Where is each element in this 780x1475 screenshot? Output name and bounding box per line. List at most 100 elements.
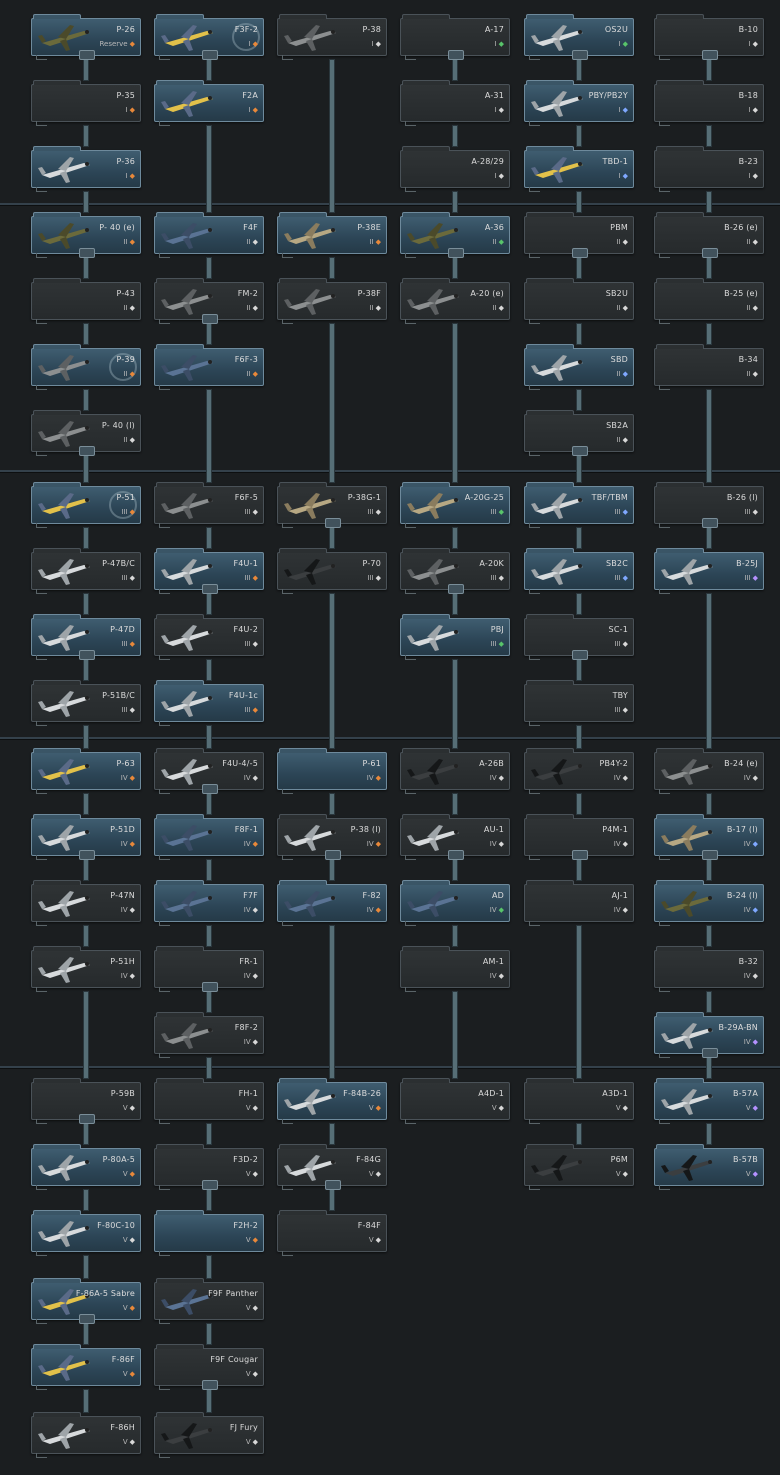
group-folder-icon[interactable] [79, 1114, 95, 1124]
group-folder-icon[interactable] [572, 50, 588, 60]
group-folder-icon[interactable] [702, 518, 718, 528]
group-folder-icon[interactable] [325, 850, 341, 860]
group-folder-icon[interactable] [202, 1380, 218, 1390]
group-folder-icon[interactable] [79, 1314, 95, 1324]
group-folder-icon[interactable] [572, 850, 588, 860]
group-folder-icon[interactable] [572, 248, 588, 258]
vehicle-card[interactable]: P- 40 (e)II◆ [31, 212, 141, 258]
group-folder-icon[interactable] [202, 784, 218, 794]
group-folder-icon[interactable] [79, 850, 95, 860]
group-folder-icon[interactable] [448, 50, 464, 60]
group-folder-icon[interactable] [202, 982, 218, 992]
group-folder-icon[interactable] [702, 50, 718, 60]
vehicle-card[interactable]: B-24 (l)IV◆ [654, 880, 764, 926]
vehicle-card[interactable]: B-24 (e)IV◆ [654, 748, 764, 794]
group-folder-icon[interactable] [448, 248, 464, 258]
group-folder-icon[interactable] [79, 50, 95, 60]
vehicle-card[interactable]: A-20 (e)II◆ [400, 278, 510, 324]
group-folder-icon[interactable] [702, 248, 718, 258]
vehicle-card[interactable]: P-38 (l)IV◆ [277, 814, 387, 860]
group-folder-icon[interactable] [325, 1180, 341, 1190]
group-folder-icon[interactable] [325, 518, 341, 528]
group-folder-icon[interactable] [202, 1180, 218, 1190]
group-folder-icon[interactable] [448, 850, 464, 860]
group-folder-icon[interactable] [202, 584, 218, 594]
vehicle-card[interactable]: B-25 (e)II◆ [654, 278, 764, 324]
group-folder-icon[interactable] [702, 850, 718, 860]
group-folder-icon[interactable] [202, 314, 218, 324]
group-folder-icon[interactable] [702, 1048, 718, 1058]
group-folder-icon[interactable] [79, 650, 95, 660]
group-folder-icon[interactable] [79, 446, 95, 456]
vehicle-card[interactable]: B-17 (l)IV◆ [654, 814, 764, 860]
